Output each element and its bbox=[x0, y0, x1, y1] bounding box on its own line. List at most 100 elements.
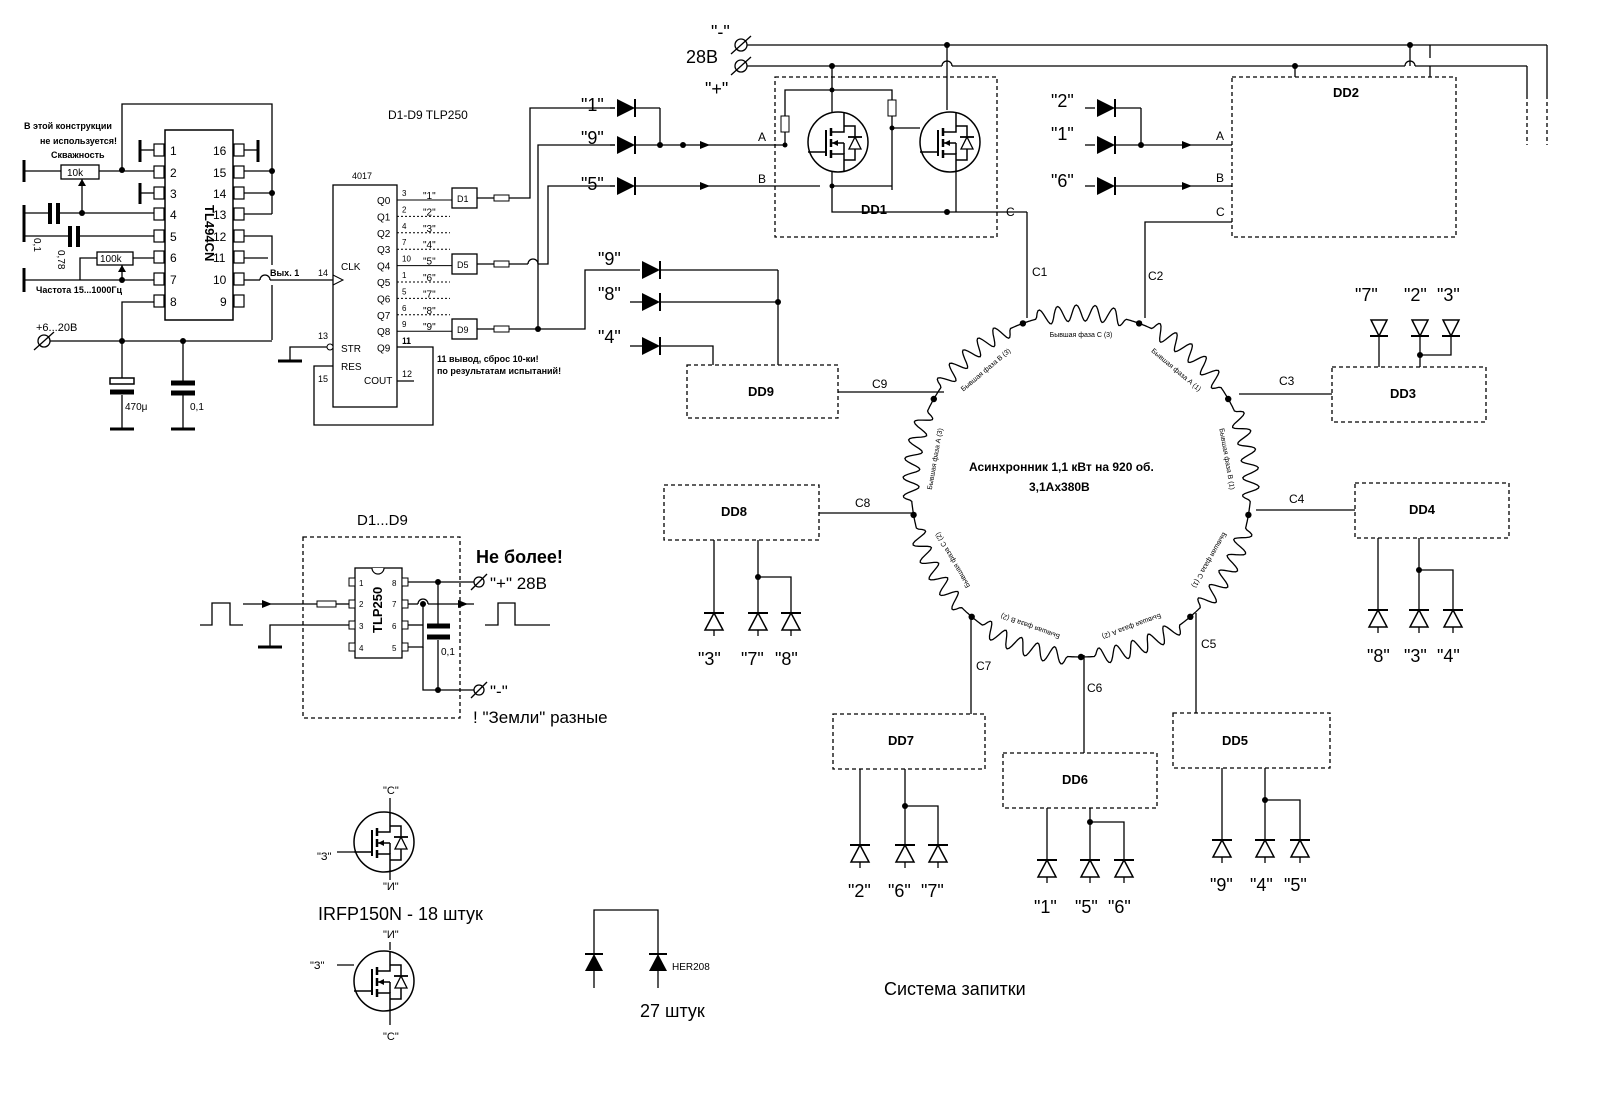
clk-label: CLK bbox=[341, 262, 361, 273]
c01-label: 0,1 bbox=[31, 238, 42, 252]
dd5-label: DD5 bbox=[1222, 733, 1248, 748]
dd5-l3: "5" bbox=[1284, 875, 1307, 895]
legend-c-bottom: "С" bbox=[383, 1031, 399, 1043]
c5-label: C5 bbox=[1201, 637, 1217, 651]
phase-label: Бывшая фаза А (1) bbox=[1150, 348, 1202, 393]
phase-label: Бывшая фаза С (1) bbox=[1190, 531, 1227, 589]
dd2-label: DD2 bbox=[1333, 85, 1359, 100]
dd4-l3: "4" bbox=[1437, 646, 1460, 666]
pin-3: 3 bbox=[170, 187, 177, 201]
legend-i-top: "И" bbox=[383, 881, 399, 893]
pin-8: 8 bbox=[170, 295, 177, 309]
q-name: "8" bbox=[423, 306, 436, 317]
c6-label: C6 bbox=[1087, 681, 1103, 695]
legend-c-top: "С" bbox=[383, 785, 399, 797]
drivers-title: D1-D9 TLP250 bbox=[388, 108, 468, 122]
note-line2: не используется! bbox=[40, 136, 117, 146]
pin14-label: 14 bbox=[318, 268, 328, 278]
pin-1: 1 bbox=[170, 144, 177, 158]
cout-label: COUT bbox=[364, 376, 392, 387]
input-voltage-label: +6...20В bbox=[36, 322, 77, 334]
legend-z-top: "З" bbox=[317, 851, 332, 863]
chip-4017-label: 4017 bbox=[352, 171, 372, 181]
pin-14: 14 bbox=[213, 187, 227, 201]
c1-label: C1 bbox=[1032, 265, 1048, 279]
tlp-pin1: 1 bbox=[359, 579, 364, 588]
dd7-label: DD7 bbox=[888, 733, 914, 748]
dd4-block: DD4 "8" "3" "4" bbox=[1256, 482, 1510, 666]
q-pin-number: 9 bbox=[402, 320, 407, 329]
q-name: "5" bbox=[423, 257, 436, 268]
dd8-label: DD8 bbox=[721, 504, 747, 519]
tlp-pin3: 3 bbox=[359, 622, 364, 631]
dd4-label: DD4 bbox=[1409, 502, 1436, 517]
winding-terminal bbox=[1135, 320, 1143, 327]
c9-label: C9 bbox=[872, 377, 888, 391]
diode-type-label: HER208 bbox=[672, 962, 710, 973]
dd5-l1: "9" bbox=[1210, 875, 1233, 895]
q-label: Q8 bbox=[377, 327, 391, 338]
q-pin-number: 5 bbox=[402, 287, 407, 296]
q-label: Q2 bbox=[377, 229, 391, 240]
dd8-block: DD8 "3" "7" "8" bbox=[663, 484, 914, 669]
c8-label: C8 bbox=[855, 496, 871, 510]
legend-z-bottom: "З" bbox=[310, 960, 325, 972]
tlp-pin5: 5 bbox=[392, 644, 397, 653]
phase-label: Бывшая фаза С (3) bbox=[1050, 332, 1113, 339]
dd4-l2: "3" bbox=[1404, 646, 1427, 666]
pin13-label: 13 bbox=[318, 331, 328, 341]
c078-label: 0,78 bbox=[55, 250, 66, 270]
c3-label: C3 bbox=[1279, 374, 1295, 388]
dd9-in4-label: "4" bbox=[598, 327, 621, 347]
dd6-l1: "1" bbox=[1034, 897, 1057, 917]
pin-2: 2 bbox=[170, 166, 177, 180]
r10k-label: 10k bbox=[67, 168, 84, 179]
tlp-pin4: 4 bbox=[359, 644, 364, 653]
dd7-l3: "7" bbox=[921, 881, 944, 901]
diode-icon bbox=[584, 953, 604, 972]
dd6-block: DD6 "1" "5" "6" bbox=[1002, 655, 1158, 917]
pin-11: 11 bbox=[213, 251, 226, 265]
tlp-minus-label: "-" bbox=[490, 682, 508, 701]
dd4-l1: "8" bbox=[1367, 646, 1390, 666]
supply-rails: "-" 28В "+" bbox=[686, 22, 1548, 145]
dd3-l3: "3" bbox=[1437, 285, 1460, 305]
dd7-block: DD7 "2" "6" "7" bbox=[832, 615, 986, 901]
tl494-label: TL494CN bbox=[202, 205, 217, 261]
tlp-pin8: 8 bbox=[392, 579, 397, 588]
c470-label: 470μ bbox=[125, 402, 148, 413]
dd2-in6-label: "6" bbox=[1051, 171, 1074, 191]
dd5-block: DD5 "9" "4" "5" bbox=[1172, 613, 1331, 895]
dd1-b-label: B bbox=[758, 172, 766, 186]
winding-terminal bbox=[1077, 653, 1085, 661]
duty-label: Скважность bbox=[51, 150, 105, 160]
tlp-pin2: 2 bbox=[359, 600, 364, 609]
q-label: Q9 bbox=[377, 344, 391, 355]
c4-label: C4 bbox=[1289, 492, 1305, 506]
q-pin-number: 6 bbox=[402, 304, 407, 313]
supply-voltage-label: 28В bbox=[686, 47, 718, 67]
q-name: "2" bbox=[423, 207, 436, 218]
q-name: "3" bbox=[423, 224, 436, 235]
winding-terminal bbox=[930, 395, 937, 403]
dd5-l2: "4" bbox=[1250, 875, 1273, 895]
tlp-pin7: 7 bbox=[392, 600, 397, 609]
pin-4: 4 bbox=[170, 208, 177, 222]
dd1-in5-label: "5" bbox=[581, 174, 604, 194]
dd6-label: DD6 bbox=[1062, 772, 1088, 787]
q-label: Q7 bbox=[377, 311, 391, 322]
dd1-a-label: A bbox=[758, 130, 766, 144]
pin12-label: 12 bbox=[402, 369, 412, 379]
pin-9: 9 bbox=[220, 295, 227, 309]
pin11-label: 11 bbox=[402, 336, 411, 346]
tlp250-detail: D1...D9 TLP250 1 2 3 4 8 7 6 5 Не более!… bbox=[200, 512, 608, 727]
q-pin-number: 2 bbox=[402, 205, 407, 214]
tlp-grounds-note: ! "Земли" разные bbox=[473, 708, 608, 727]
dd2-block: DD2 "2" "1" "6" A B C bbox=[1051, 76, 1457, 318]
motor-title: Асинхронник 1,1 кВт на 920 об. bbox=[969, 460, 1154, 474]
pin-6: 6 bbox=[170, 251, 177, 265]
q-pin-number: 1 bbox=[402, 271, 407, 280]
dd1-label: DD1 bbox=[861, 202, 887, 217]
legend-i-bottom: "И" bbox=[383, 929, 399, 941]
q-pin-number: 10 bbox=[402, 255, 411, 264]
